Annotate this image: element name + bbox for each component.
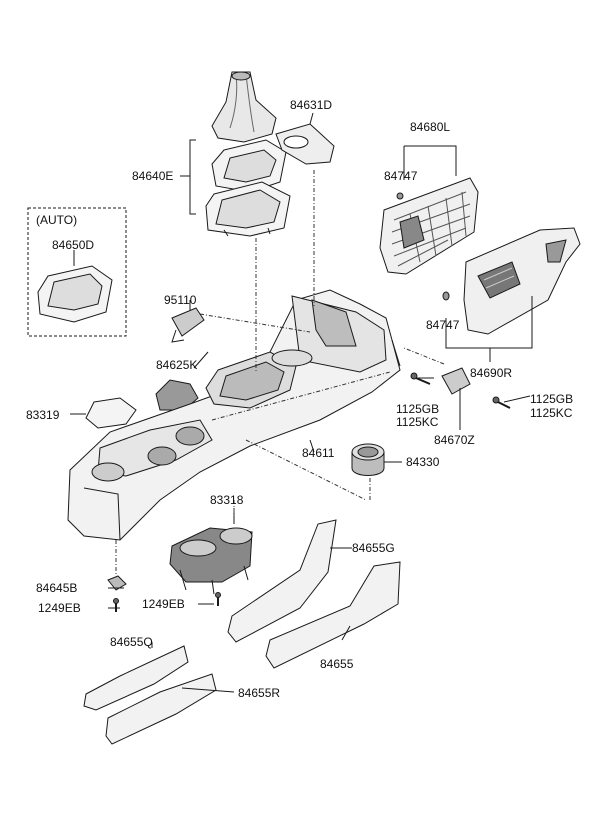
upper-trim-piece — [155, 379, 199, 411]
label-1125GB-left: 1125GB — [396, 402, 440, 416]
label-84640E: 84640E — [132, 169, 174, 183]
shift-trim-lower — [205, 181, 291, 237]
label-84655R: 84655R — [238, 686, 281, 700]
label-84611: 84611 — [302, 446, 335, 460]
clip-part — [107, 575, 127, 591]
label-84650D: 84650D — [52, 238, 95, 252]
shift-trim-upper — [211, 139, 287, 193]
label-84330: 84330 — [406, 455, 440, 469]
label-84680L: 84680L — [410, 120, 451, 134]
leader-lines — [70, 351, 531, 693]
guide-lines — [115, 170, 445, 576]
side-panel-right — [463, 227, 581, 335]
label-1125GB-right: 1125GB — [530, 392, 574, 406]
label-1249EB-left: 1249EB — [38, 601, 81, 615]
mat-84655R — [105, 673, 217, 745]
switch-part — [171, 307, 205, 343]
label-84655G: 84655G — [352, 541, 395, 555]
main-console — [67, 289, 401, 541]
mat-84655Q — [83, 645, 189, 711]
label-84631D: 84631D — [290, 98, 333, 112]
label-auto: (AUTO) — [36, 213, 78, 227]
label-95110: 95110 — [164, 293, 197, 307]
label-84625K: 84625K — [156, 358, 198, 372]
small-cover — [275, 123, 335, 165]
label-83318: 83318 — [210, 493, 244, 507]
label-84747-lower: 84747 — [426, 318, 460, 332]
mat-84655 — [265, 561, 401, 669]
ashtray-cup — [351, 443, 385, 476]
mat-84655G — [227, 519, 337, 643]
label-84655Q: 84655Q — [110, 635, 153, 649]
label-84670Z: 84670Z — [434, 433, 475, 447]
mount-bracket — [410, 367, 511, 409]
label-1125KC-left: 1125KC — [396, 415, 439, 429]
label-84690R: 84690R — [470, 366, 513, 380]
label-1249EB-right: 1249EB — [142, 597, 185, 611]
side-panel-left — [379, 177, 479, 275]
pad-part — [85, 397, 137, 429]
label-1125KC-right: 1125KC — [530, 406, 573, 420]
cup-holder — [169, 527, 253, 595]
auto-shift-trim — [37, 265, 113, 323]
shift-boot — [211, 71, 277, 143]
label-84655: 84655 — [320, 657, 354, 671]
label-84645B: 84645B — [36, 581, 78, 595]
label-84747-upper: 84747 — [384, 169, 418, 183]
label-83319: 83319 — [26, 408, 60, 422]
auto-option-box — [27, 207, 127, 337]
